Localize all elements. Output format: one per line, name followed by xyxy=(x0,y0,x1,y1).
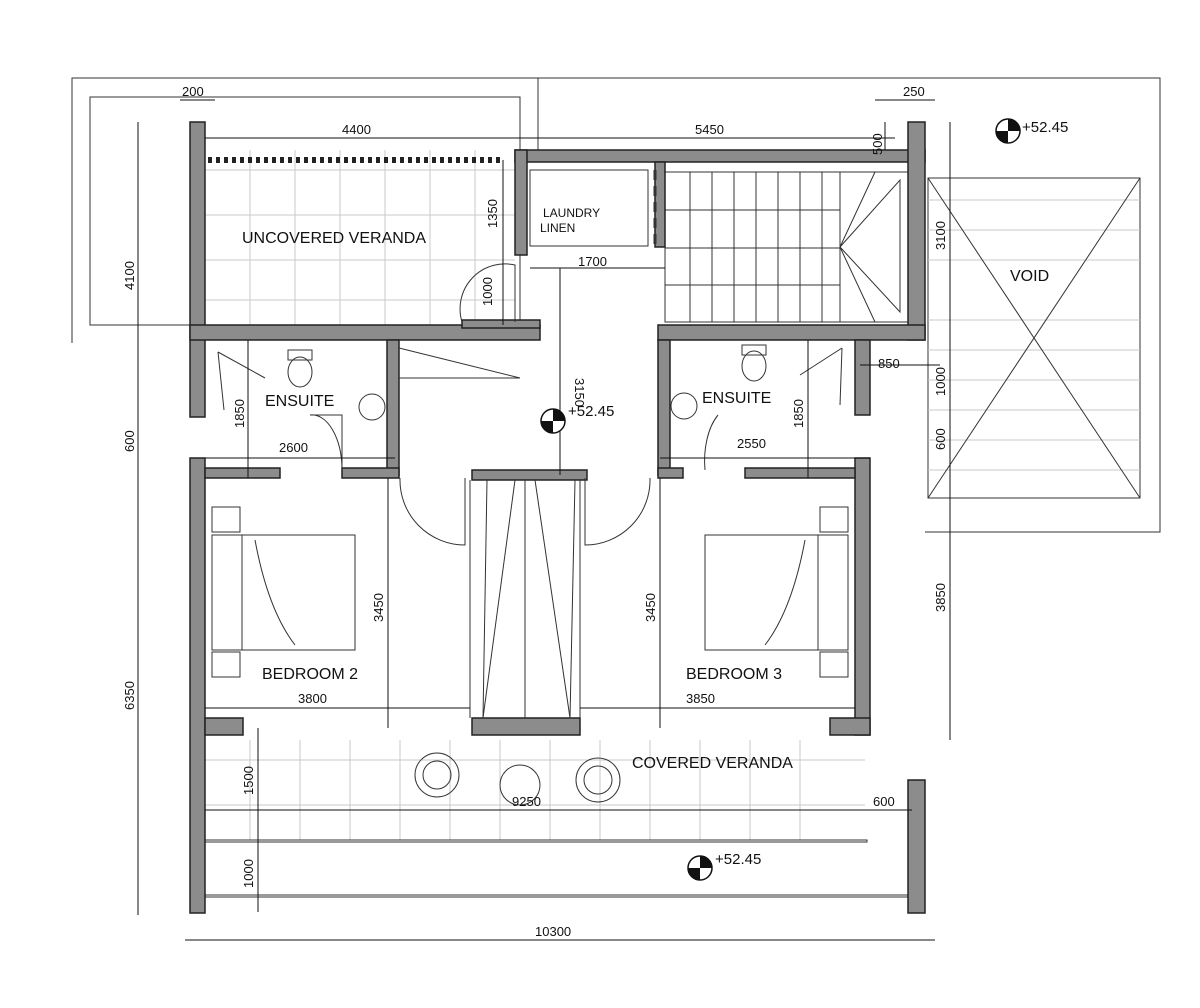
dim-label: 9250 xyxy=(512,794,541,809)
dim-label: 200 xyxy=(182,84,204,99)
dim-label: 3800 xyxy=(298,691,327,706)
dim-label: 1850 xyxy=(791,399,806,428)
toilet-left xyxy=(287,349,313,388)
room-label-covered-veranda: COVERED VERANDA xyxy=(632,755,793,772)
level-label: +52.45 xyxy=(1022,119,1068,136)
dim-label: 1000 xyxy=(480,277,495,306)
dim-label: 4100 xyxy=(122,261,137,290)
room-label-void: VOID xyxy=(1010,268,1049,285)
room-labels: UNCOVERED VERANDA LAUNDRY LINEN VOID ENS… xyxy=(242,206,1049,772)
room-label-ensuite-right: ENSUITE xyxy=(702,390,771,407)
staircase xyxy=(664,171,911,323)
doors xyxy=(309,263,719,719)
walls xyxy=(189,121,926,914)
dim-label: 5450 xyxy=(695,122,724,137)
dim-label: 6350 xyxy=(122,681,137,710)
covered-veranda-tiles xyxy=(205,740,865,840)
dim-label: 600 xyxy=(933,428,948,450)
room-label-uncovered-veranda: UNCOVERED VERANDA xyxy=(242,230,426,247)
dim-label: 3450 xyxy=(643,593,658,622)
level-marker-top-right: +52.45 xyxy=(995,118,1068,144)
room-label-linen: LINEN xyxy=(540,221,575,235)
dim-label: 1700 xyxy=(578,254,607,269)
basin-right xyxy=(670,392,698,420)
dim-label: 850 xyxy=(878,356,900,371)
site-outline xyxy=(71,77,1161,533)
dimension-lines xyxy=(137,99,951,941)
dim-label: 1350 xyxy=(485,199,500,228)
dim-label: 3100 xyxy=(933,221,948,250)
basin-left xyxy=(358,393,386,421)
room-label-ensuite-left: ENSUITE xyxy=(265,393,334,410)
room-label-laundry: LAUNDRY xyxy=(543,206,600,220)
bed-bedroom-2 xyxy=(211,506,356,678)
dim-label: 3450 xyxy=(371,593,386,622)
veranda-furniture xyxy=(414,752,621,806)
dim-label: 250 xyxy=(903,84,925,99)
void-area xyxy=(927,177,1141,499)
level-marker-bottom: +52.45 xyxy=(687,851,761,881)
level-label: +52.45 xyxy=(715,851,761,868)
dim-label: 600 xyxy=(122,430,137,452)
dim-label: 3150 xyxy=(572,378,587,407)
shower-left xyxy=(217,351,266,411)
laundry-fixtures xyxy=(529,169,657,247)
veranda-tiles xyxy=(205,150,515,325)
hall-cupboard xyxy=(398,347,521,379)
dim-label: 1850 xyxy=(232,399,247,428)
dim-label: 600 xyxy=(873,794,895,809)
dim-label: 1500 xyxy=(241,766,256,795)
level-label: +52.45 xyxy=(568,403,614,420)
dim-label: 3850 xyxy=(933,583,948,612)
bed-bedroom-3 xyxy=(704,506,849,678)
room-label-bedroom-2: BEDROOM 2 xyxy=(262,666,358,683)
toilet-right xyxy=(741,344,767,382)
dim-label: 3850 xyxy=(686,691,715,706)
dim-label: 10300 xyxy=(535,924,571,939)
dim-label: 500 xyxy=(870,133,885,155)
dimension-labels: 200 4400 5450 250 500 1350 1700 1000 310… xyxy=(122,84,948,939)
dim-label: 1000 xyxy=(933,367,948,396)
shower-right xyxy=(799,347,843,406)
room-label-bedroom-3: BEDROOM 3 xyxy=(686,666,782,683)
dim-label: 2550 xyxy=(737,436,766,451)
dim-label: 1000 xyxy=(241,859,256,888)
level-marker-hall: +52.45 xyxy=(540,403,614,434)
dim-label: 2600 xyxy=(279,440,308,455)
dim-label: 4400 xyxy=(342,122,371,137)
